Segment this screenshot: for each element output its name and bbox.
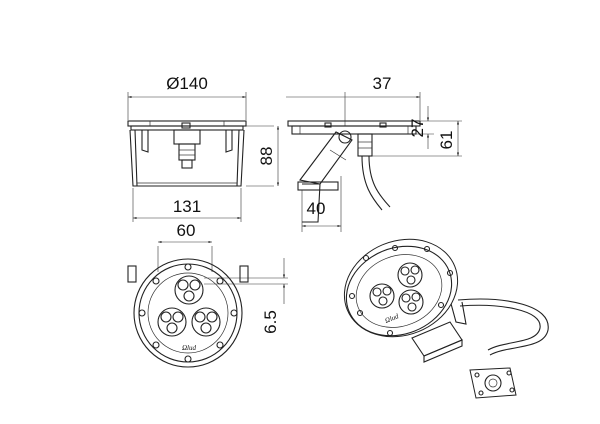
dim-plan-width: 60: [177, 221, 196, 240]
dim-side-top-offset: 37: [373, 74, 392, 93]
led-cluster-right: [191, 307, 221, 337]
dim-plan-offset: 6.5: [261, 310, 280, 334]
dim-side-bracket-width: 40: [307, 199, 326, 218]
dim-side-height-large: 61: [437, 131, 456, 150]
led-cluster-top: [174, 275, 204, 305]
plan-logo: Ωlud: [182, 344, 197, 352]
plan-view: 60: [127, 221, 288, 368]
isometric-view: Ωlud: [343, 238, 549, 399]
dim-front-height: 88: [257, 147, 276, 166]
dim-front-diameter: Ø140: [166, 74, 208, 93]
dim-front-bottom-width: 131: [173, 197, 201, 216]
dim-side-height-small: 27: [408, 119, 427, 138]
led-cluster-left: [157, 307, 187, 337]
front-view: Ø140 88 131: [127, 74, 280, 222]
side-view: 37 40 27 61: [286, 74, 462, 232]
